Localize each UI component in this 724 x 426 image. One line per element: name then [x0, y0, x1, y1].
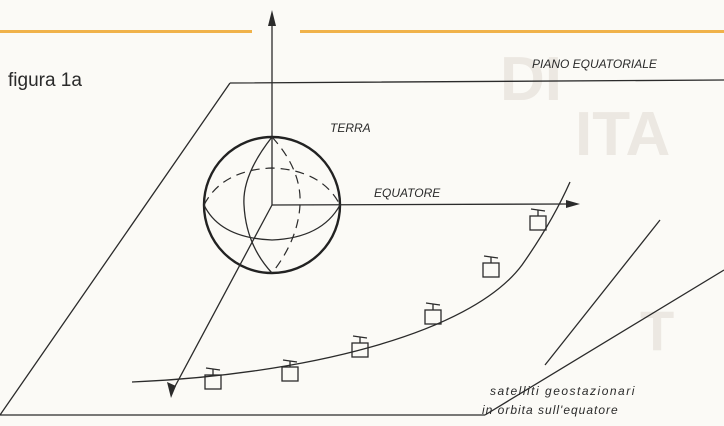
- accent-bars: [0, 30, 724, 33]
- equatorial-plane: [0, 79, 724, 416]
- diagonal-axis: [167, 204, 273, 398]
- satellite: [529, 208, 547, 231]
- svg-text:T: T: [640, 299, 674, 362]
- equator-label: EQUATORE: [374, 186, 441, 200]
- satellite: [204, 367, 222, 390]
- satellite: [482, 255, 500, 278]
- satellite: [281, 359, 299, 382]
- figure-caption: figura 1a: [8, 70, 82, 91]
- plane-label: PIANO EQUATORIALE: [532, 57, 658, 71]
- earth-label: TERRA: [330, 121, 371, 135]
- satellite-note-line2: in orbita sull'equatore: [482, 403, 619, 417]
- annotation-pointer: [544, 219, 661, 366]
- accent-bar-left: [0, 30, 252, 33]
- satellite: [351, 335, 369, 358]
- equator-axis: [271, 200, 580, 208]
- orbit-arc: [131, 181, 571, 383]
- svg-text:ITA: ITA: [575, 100, 670, 169]
- vertical-axis: [268, 10, 276, 205]
- satellite-group: [204, 208, 547, 390]
- satellite: [424, 302, 442, 325]
- svg-text:DI: DI: [500, 45, 562, 114]
- show-through-text: DI ITA T: [500, 45, 674, 362]
- satellite-note-line1: satelliti geostazionari: [490, 384, 636, 398]
- accent-bar-right: [300, 30, 724, 33]
